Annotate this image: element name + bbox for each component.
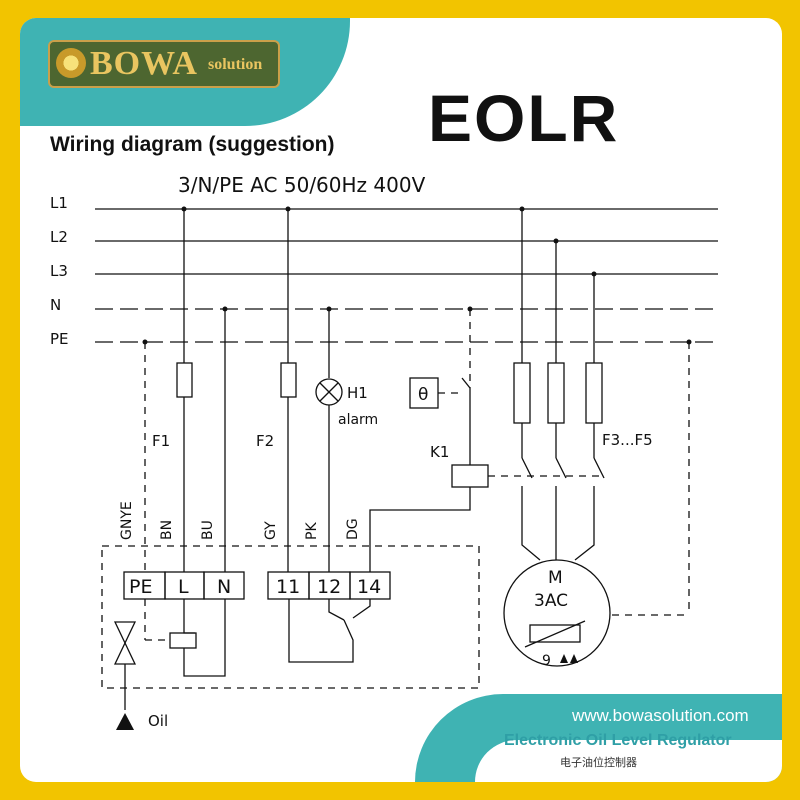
- terminal-12: 12: [317, 576, 341, 598]
- motor-sensor-number: 9: [542, 653, 551, 669]
- wire-color-gnye: GNYE: [119, 501, 135, 540]
- website-link[interactable]: www.bowasolution.com: [572, 706, 749, 725]
- lamp-label: alarm: [338, 412, 378, 428]
- bus-label-n: N: [50, 296, 61, 314]
- terminal-14: 14: [357, 576, 381, 598]
- bus-label-l3: L3: [50, 262, 68, 280]
- oil-label: Oil: [148, 712, 168, 730]
- product-code: EOLR: [428, 81, 620, 155]
- terminal-n: N: [217, 576, 231, 598]
- wire-color-dg: DG: [345, 518, 361, 540]
- fuse-label-f1: F1: [152, 432, 170, 450]
- contactor-main-contacts: [521, 457, 605, 561]
- temperature-sensor-icon: [560, 654, 578, 663]
- bus-label-pe: PE: [50, 330, 69, 348]
- thermostat-contact: [461, 377, 471, 389]
- fuses-f3-f5: [513, 209, 603, 458]
- fuse-label-f2: F2: [256, 432, 274, 450]
- wire-color-bn: BN: [159, 520, 175, 540]
- thermostat-symbol: θ: [418, 385, 428, 405]
- bus-label-l1: L1: [50, 194, 68, 212]
- oil-icon: [116, 713, 134, 730]
- brand-logo: BOWA solution: [48, 40, 280, 88]
- supply-label: 3/N/PE AC 50/60Hz 400V: [178, 173, 426, 197]
- terminal-pe: PE: [129, 576, 152, 598]
- terminal-11: 11: [276, 576, 300, 598]
- footer-title-chinese: 电子油位控制器: [560, 757, 637, 769]
- wire-dg: [369, 487, 471, 572]
- contactor-k1-coil: [451, 464, 489, 488]
- alarm-lamp-icon: [315, 378, 343, 406]
- contactor-label: K1: [430, 443, 449, 461]
- wire-color-gy: GY: [263, 521, 279, 540]
- fuse-label-f3-f5: F3...F5: [602, 431, 653, 449]
- bus-label-l2: L2: [50, 228, 68, 246]
- motor: [503, 559, 611, 667]
- internal-wiring: [113, 599, 371, 710]
- wire-color-pk: PK: [304, 522, 320, 540]
- motor-type: 3AC: [534, 591, 568, 611]
- motor-letter: M: [548, 568, 563, 588]
- logo-emblem-icon: [56, 48, 86, 78]
- wire-color-bu: BU: [200, 520, 216, 540]
- bottom-banner-inset: [475, 740, 782, 782]
- card-background: BOWA solution EOLR Wiring diagram (sugge…: [20, 18, 782, 782]
- diagram-subtitle: Wiring diagram (suggestion): [50, 133, 335, 156]
- fuse-f1: [176, 362, 193, 398]
- regulator-enclosure: [101, 545, 480, 689]
- lamp-id: H1: [347, 384, 368, 402]
- brand-name: BOWA: [90, 45, 198, 82]
- brand-tagline: solution: [208, 56, 263, 73]
- terminal-l: L: [178, 576, 189, 598]
- footer-title: Electronic Oil Level Regulator: [504, 732, 732, 749]
- fuse-f2: [280, 362, 297, 398]
